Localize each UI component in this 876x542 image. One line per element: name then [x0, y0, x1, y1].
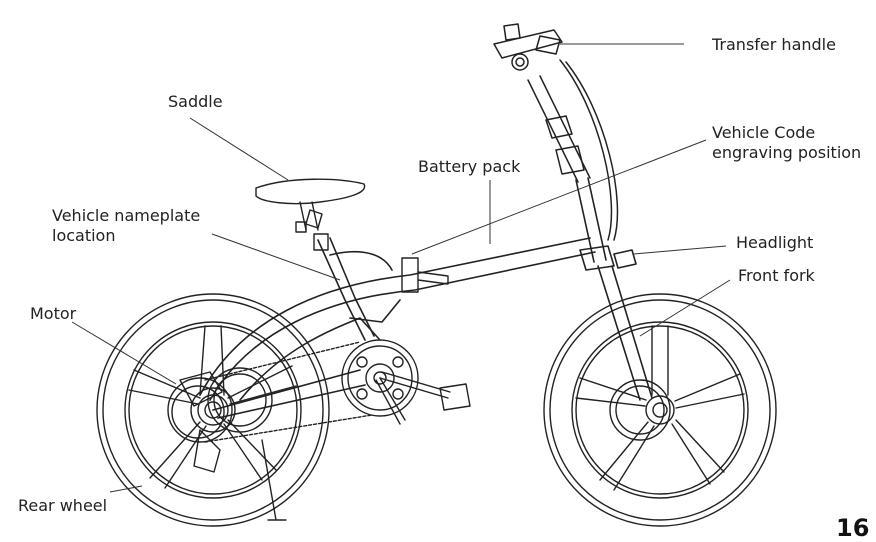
label-nameplate-line2: location — [52, 226, 116, 245]
battery-pack — [401, 257, 449, 293]
page-number: 16 — [836, 514, 870, 542]
leader-motor — [71, 321, 177, 385]
rear-disc-brake — [179, 367, 273, 433]
label-front-fork: Front fork — [738, 266, 815, 285]
label-battery-pack: Battery pack — [418, 157, 521, 176]
leader-headlight — [633, 245, 727, 255]
label-nameplate-line1: Vehicle nameplate — [52, 206, 201, 225]
leader-saddle — [189, 117, 289, 181]
label-headlight: Headlight — [736, 233, 814, 252]
leader-front-fork — [639, 279, 731, 337]
leader-nameplate — [211, 233, 341, 281]
front-wheel — [543, 293, 777, 527]
leader-vehicle-code — [411, 139, 707, 255]
kickstand — [261, 439, 287, 521]
label-transfer-handle: Transfer handle — [712, 35, 836, 54]
label-vehicle-code-line1: Vehicle Code — [712, 123, 816, 142]
frame — [199, 177, 653, 419]
label-saddle: Saddle — [168, 92, 223, 111]
label-vehicle-code-line2: engraving position — [712, 143, 862, 162]
label-rear-wheel: Rear wheel — [18, 496, 108, 515]
chain — [204, 341, 373, 443]
saddle — [255, 178, 366, 251]
label-motor: Motor — [30, 304, 77, 323]
handlebar-stem — [493, 23, 619, 241]
chainring — [341, 339, 471, 425]
rear-derailleur — [193, 429, 221, 473]
leader-rear-wheel — [109, 485, 143, 493]
